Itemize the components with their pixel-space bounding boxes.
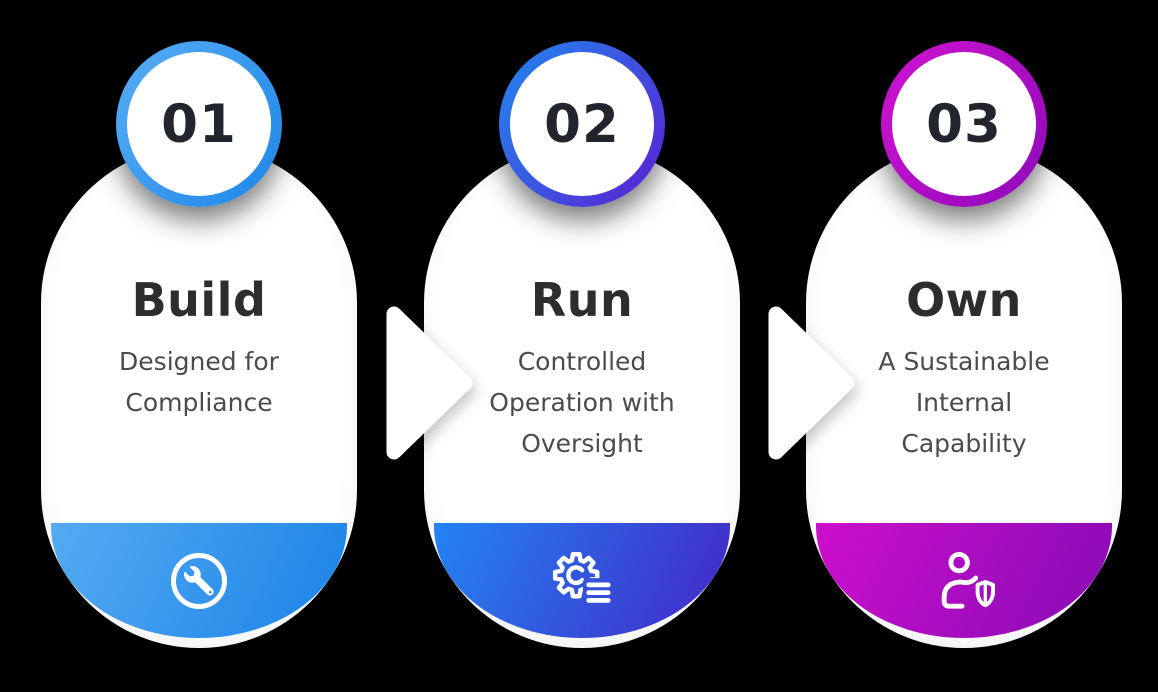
step-description: Designed for Compliance bbox=[119, 347, 279, 417]
step-number: 01 bbox=[161, 93, 237, 155]
step-footer-panel bbox=[51, 523, 347, 638]
step-number: 03 bbox=[926, 93, 1002, 155]
step-card-build: Build Designed for Compliance 01 bbox=[41, 0, 357, 692]
arrow-right-icon bbox=[768, 306, 855, 460]
step-description: Controlled Operation with Oversight bbox=[489, 347, 675, 458]
step-pill-card: Own A Sustainable Internal Capability bbox=[806, 145, 1122, 648]
arrow-right-icon bbox=[386, 306, 473, 460]
step-number-badge: 03 bbox=[881, 41, 1047, 207]
step-title: Run bbox=[530, 273, 634, 327]
wrench-icon bbox=[184, 565, 214, 595]
step-pill-card: Run Controlled Operation with Oversight bbox=[424, 145, 740, 648]
step-number-badge: 01 bbox=[116, 41, 282, 207]
step-card-run: Run Controlled Operation with Oversight bbox=[424, 0, 740, 692]
step-footer-panel bbox=[434, 523, 730, 638]
step-footer-panel bbox=[816, 523, 1112, 638]
gear-checklist-icon bbox=[552, 551, 611, 603]
step-number-badge: 02 bbox=[499, 41, 665, 207]
step-card-own: Own A Sustainable Internal Capability 03 bbox=[806, 0, 1122, 692]
step-title: Build bbox=[131, 273, 267, 327]
wrench-circle-icon bbox=[171, 552, 227, 609]
step-title: Own bbox=[906, 273, 1022, 327]
step-number: 02 bbox=[544, 93, 620, 155]
step-pill-card: Build Designed for Compliance bbox=[41, 145, 357, 648]
user-shield-icon bbox=[941, 551, 995, 609]
step-description: A Sustainable Internal Capability bbox=[878, 347, 1050, 458]
